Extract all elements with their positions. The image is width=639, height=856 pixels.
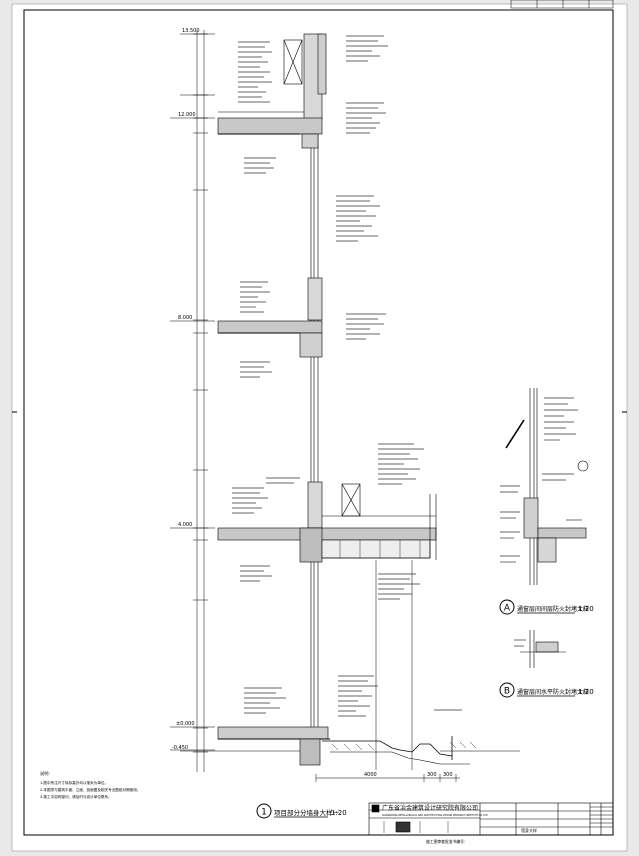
detail-a-label: A 通窗层间间层防火封堵大样 1:20	[499, 599, 594, 615]
main-detail-number: 1	[261, 808, 267, 818]
paper	[11, 3, 628, 852]
detail-a-letter: A	[504, 604, 511, 614]
detail-b-letter: B	[504, 687, 510, 697]
detail-b-label: B 通窗层间水平防火封堵大样 1:20	[499, 682, 594, 698]
dimension-label: 300	[427, 772, 437, 778]
top-right-stamp	[510, 0, 614, 9]
approval-footer: 施工图审查批准书编号：	[426, 839, 468, 844]
company-logo	[371, 804, 380, 813]
general-notes: 说明: 1.图中所注尺寸除标高外均以毫米为单位。 2.本图须与建筑平面、立面、剖…	[40, 770, 140, 799]
company-name: 广东省冶金建筑设计研究院有限公司	[382, 804, 478, 812]
drawing-frame	[23, 9, 614, 836]
note-line: 2.本图须与建筑平面、立面、剖面图及相关专业图纸对照使用。	[40, 787, 140, 792]
main-detail-label: 1 项目部分分墙身大样一 1:20	[256, 803, 347, 819]
detail-a-drawing	[500, 388, 589, 585]
main-detail-title: 项目部分分墙身大样一	[274, 808, 340, 817]
detail-b-scale: 1:20	[578, 688, 594, 696]
notes-heading: 说明:	[40, 770, 50, 777]
elevation-label: 12.000	[178, 112, 196, 118]
main-detail-scale: 1:20	[331, 809, 347, 817]
detail-b-drawing	[514, 630, 566, 668]
elevation-label: ±0.000	[176, 721, 195, 727]
elevation-labels: 13.500 12.000 8.000 4.000 ±0.000 -0.450	[172, 28, 200, 751]
detail-b-title: 通窗层间水平防火封堵大样	[517, 688, 589, 696]
company-name-en: GUANGDONG METALLURGICAL AND ARCHITECTURA…	[382, 814, 488, 817]
title-block	[368, 802, 614, 836]
elevation-label: -0.450	[172, 745, 188, 751]
dimension-label: 300	[443, 772, 453, 778]
title-block-text: 广东省冶金建筑设计研究院有限公司 GUANGDONG METALLURGICAL…	[382, 804, 537, 844]
sheet-name: 墙身大样	[521, 827, 537, 833]
dimension-label: 4000	[364, 772, 377, 778]
note-line: 1.图中所注尺寸除标高外均以毫米为单位。	[40, 780, 108, 785]
bottom-dimensions: 4000 300 300	[364, 772, 453, 778]
wall-section-main	[170, 30, 520, 782]
elevation-label: 8.000	[178, 315, 192, 321]
detail-a-title: 通窗层间间层防火封堵大样	[517, 605, 589, 613]
note-line: 3.施工中如有疑问，请及时与设计单位联系。	[40, 794, 112, 799]
elevation-label: 4.000	[178, 522, 192, 528]
annotation-notes	[232, 35, 462, 717]
detail-a-scale: 1:20	[578, 605, 594, 613]
elevation-label: 13.500	[182, 28, 200, 34]
